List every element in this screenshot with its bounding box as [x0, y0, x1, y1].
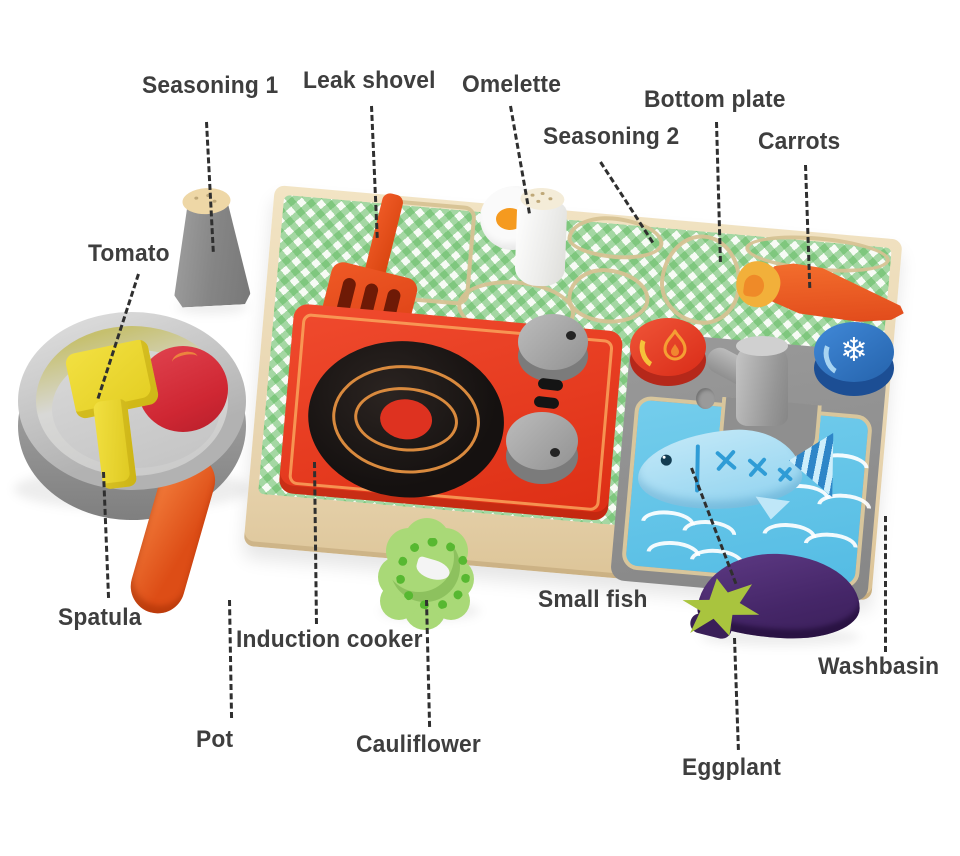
label-seasoning-1: Seasoning 1 [142, 72, 279, 99]
label-spatula: Spatula [58, 604, 142, 631]
faucet-top [736, 336, 788, 356]
cauliflower-piece [368, 514, 482, 620]
label-seasoning-2: Seasoning 2 [543, 123, 680, 150]
puzzle-board-bottom-plate [243, 185, 902, 603]
hot-water-button [628, 318, 710, 390]
faucet-pillar [736, 342, 788, 426]
label-small-fish: Small fish [538, 586, 648, 613]
label-pot: Pot [196, 726, 234, 753]
label-carrots: Carrots [758, 128, 841, 155]
fire-icon [663, 329, 687, 361]
label-eggplant: Eggplant [682, 754, 782, 781]
faucet-spout-end [696, 388, 715, 409]
seasoning-2-bottle [510, 187, 572, 291]
label-omelette: Omelette [462, 71, 562, 98]
pot-group [14, 306, 274, 636]
faucet [696, 336, 796, 432]
label-tomato: Tomato [88, 240, 170, 267]
cold-water-button: ❄ [812, 322, 898, 400]
small-fish-piece [635, 417, 832, 532]
leader-washbasin [884, 516, 887, 652]
x-mark-icon [745, 453, 771, 479]
hotplate [301, 333, 511, 506]
label-cauliflower: Cauliflower [356, 731, 481, 758]
seasoning-2-body [514, 197, 568, 287]
label-leak-shovel: Leak shovel [303, 67, 436, 94]
cauliflower-shadow [380, 602, 480, 620]
leader-eggplant [733, 637, 740, 750]
snowflake-icon: ❄ [840, 330, 868, 369]
label-bottom-plate: Bottom plate [644, 86, 786, 113]
x-mark-icon [712, 446, 740, 474]
label-washbasin: Washbasin [818, 653, 940, 680]
label-induction-cooker: Induction cooker [236, 626, 423, 653]
x-mark-icon [775, 464, 794, 483]
cauliflower-ring [396, 538, 470, 610]
eggplant-piece [684, 551, 864, 648]
